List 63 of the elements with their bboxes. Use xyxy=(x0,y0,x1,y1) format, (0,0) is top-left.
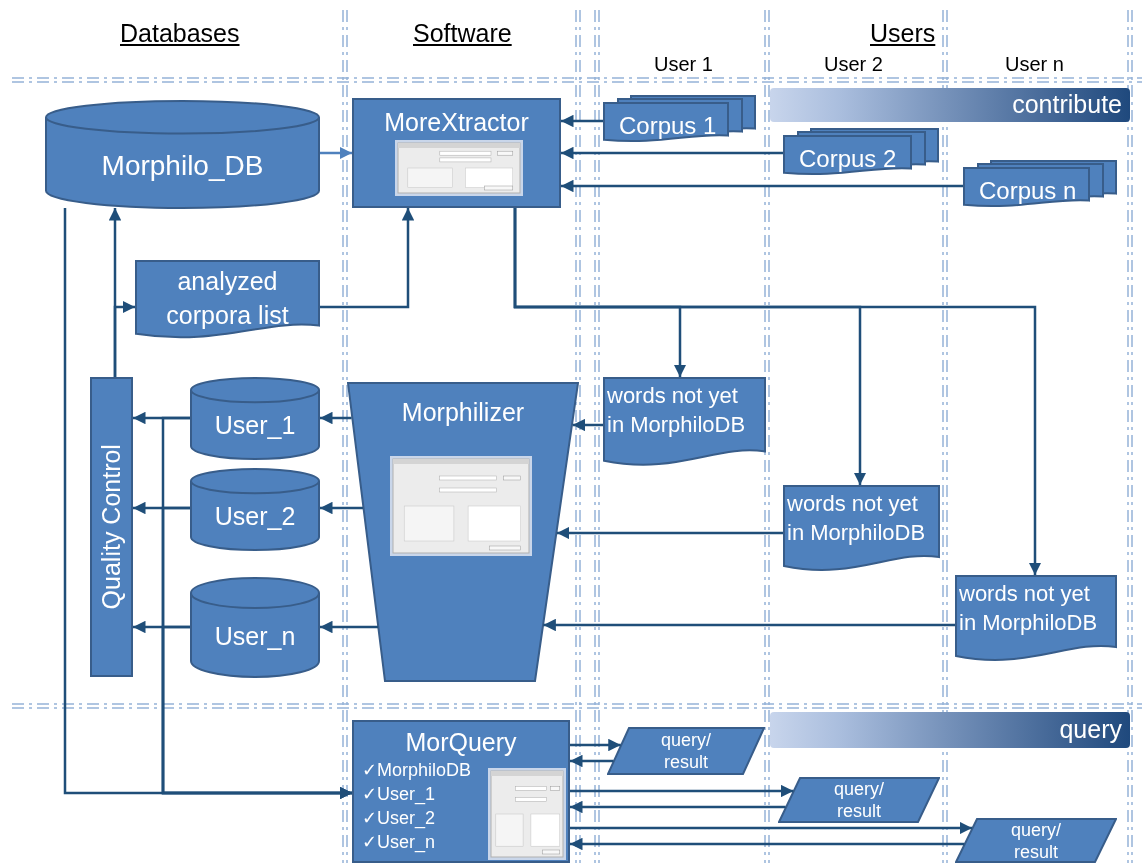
column-heading: Databases xyxy=(120,18,240,49)
arrow xyxy=(113,300,135,377)
arrow xyxy=(543,618,955,632)
column-subheading: User 1 xyxy=(654,52,713,77)
arrow xyxy=(320,620,379,634)
arrow xyxy=(570,837,965,851)
node-label: Corpus n xyxy=(979,176,1077,206)
arrow xyxy=(570,800,786,814)
column-subheading: User n xyxy=(1005,52,1064,77)
node-label: words not yet in MorphiloDB xyxy=(959,580,1099,637)
node-label: words not yet in MorphiloDB xyxy=(607,382,747,439)
arrow xyxy=(320,501,363,515)
document-stack xyxy=(963,160,1118,210)
database-cylinder xyxy=(190,577,320,677)
arrow xyxy=(320,411,352,425)
node-label: Corpus 2 xyxy=(799,144,897,174)
document-stack xyxy=(783,128,940,178)
arrow xyxy=(561,146,783,160)
arrow xyxy=(320,208,415,309)
arrow xyxy=(556,526,783,540)
phase-band xyxy=(770,712,1130,748)
node-label: query xyxy=(1059,714,1122,746)
column-subheading: User 2 xyxy=(824,52,883,77)
checklist-item: ✓User_n xyxy=(362,831,436,854)
checklist-item: ✓MorphiloDB xyxy=(362,759,472,782)
arrow xyxy=(570,754,614,768)
node-label: User_1 xyxy=(214,410,296,442)
column-heading: Software xyxy=(413,18,512,49)
arrow xyxy=(561,179,963,193)
column-heading: Users xyxy=(870,18,936,49)
phase-band xyxy=(770,88,1130,122)
node-label: query/ result xyxy=(833,778,885,822)
database-cylinder xyxy=(45,100,320,208)
node-label: contribute xyxy=(1012,89,1122,121)
node-label: query/ result xyxy=(1010,818,1062,863)
arrow xyxy=(513,208,1042,575)
parallelogram-shape xyxy=(778,777,940,823)
node-label: words not yet in MorphiloDB xyxy=(787,490,927,547)
node-label: analyzed corpora list xyxy=(165,266,290,331)
arrow xyxy=(570,738,621,752)
database-cylinder xyxy=(190,377,320,459)
parallelogram-shape xyxy=(955,818,1117,863)
node-label: User_n xyxy=(214,621,296,653)
node-label: Quality Control xyxy=(95,444,126,610)
arrow xyxy=(570,784,794,798)
node-label: query/ result xyxy=(660,729,712,773)
node-label: MoreXtractor xyxy=(384,107,529,138)
node-label: Morphilo_DB xyxy=(101,149,264,183)
parallelogram-shape xyxy=(607,727,765,775)
checklist-item: ✓User_2 xyxy=(362,807,436,830)
arrow xyxy=(320,146,352,160)
node-title: MorQuery xyxy=(405,727,517,758)
vertical-bar xyxy=(90,377,133,677)
node-label: Corpus 1 xyxy=(619,111,717,141)
arrow xyxy=(572,418,603,432)
arrow xyxy=(570,821,973,835)
document-stack xyxy=(603,95,757,145)
node-label: User_2 xyxy=(214,501,296,533)
arrow xyxy=(561,114,603,128)
checklist-item: ✓User_1 xyxy=(362,783,436,806)
arrow xyxy=(161,625,352,800)
node-label: Morphilizer xyxy=(401,397,525,428)
database-cylinder xyxy=(190,468,320,550)
